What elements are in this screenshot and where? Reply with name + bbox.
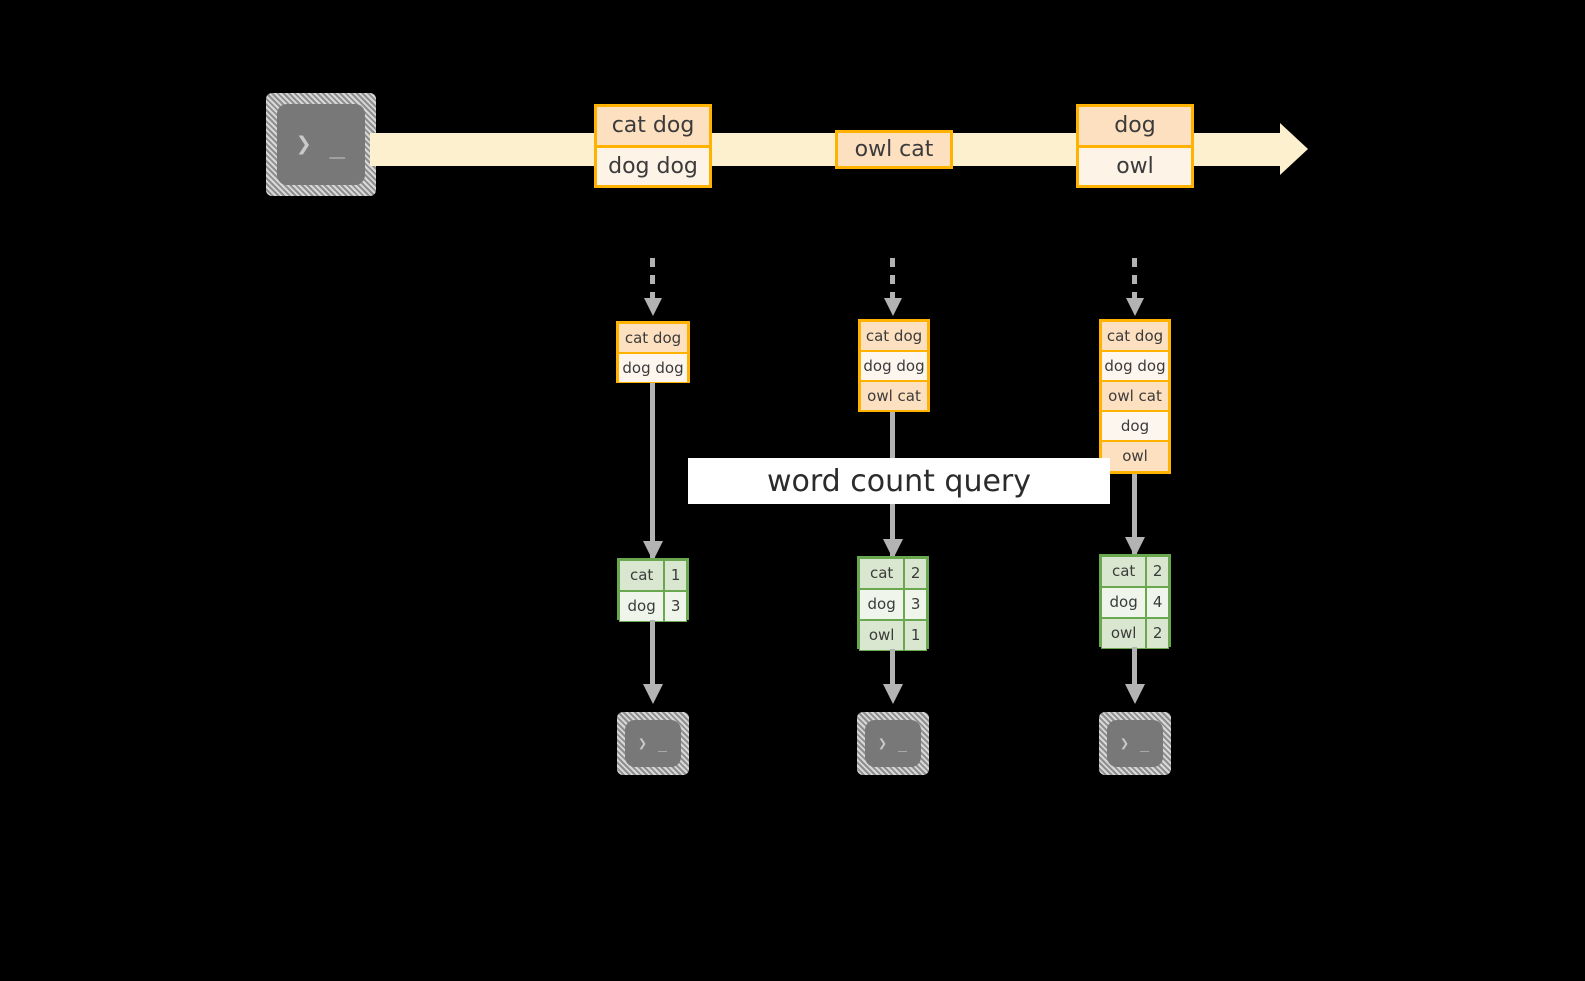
sink-connector-arrowhead (643, 684, 663, 704)
snapshot-input-table: cat dog dog dog (616, 321, 690, 383)
result-count-cell: 3 (664, 591, 687, 622)
snapshot-input-row: owl cat (860, 381, 928, 411)
query-banner-label: word count query (766, 463, 1032, 499)
result-count-cell: 2 (1146, 618, 1169, 649)
snapshot-input-table: cat dog dog dog owl cat (858, 319, 930, 412)
stream-event-cell: dog (1079, 107, 1191, 145)
terminal-prompt-glyph: ❯ _ (637, 733, 669, 752)
stream-event-cell: owl (1079, 145, 1191, 185)
stream-event-group: dog owl (1076, 104, 1194, 188)
stream-arrow-head (1280, 123, 1308, 175)
result-count-cell: 2 (1146, 556, 1169, 587)
stream-to-snapshot-connector (650, 258, 655, 302)
result-table: cat 2 dog 4 owl 2 (1099, 554, 1171, 649)
result-row: dog 3 (859, 589, 927, 620)
result-row: cat 2 (859, 558, 927, 589)
stream-to-snapshot-arrowhead (1126, 298, 1144, 316)
result-count-cell: 2 (904, 558, 927, 589)
query-connector (1132, 474, 1137, 556)
result-count-cell: 3 (904, 589, 927, 620)
query-connector-arrowhead (643, 541, 663, 561)
sink-connector (650, 620, 655, 692)
snapshot-input-row: dog dog (860, 351, 928, 381)
result-row: cat 1 (619, 560, 687, 591)
result-table: cat 2 dog 3 owl 1 (857, 556, 929, 651)
source-terminal-icon: ❯ _ (266, 93, 376, 196)
stream-event-cell: dog dog (597, 145, 709, 185)
stream-event-cell: owl cat (838, 133, 950, 166)
result-count-cell: 1 (904, 620, 927, 651)
terminal-body (1107, 720, 1163, 767)
snapshot-input-table: cat dog dog dog owl cat dog owl (1099, 319, 1171, 474)
terminal-prompt-glyph: ❯ _ (296, 128, 346, 159)
snapshot-input-row: dog (1101, 411, 1169, 441)
sink-terminal-icon: ❯ _ (617, 712, 689, 775)
sink-terminal-icon: ❯ _ (1099, 712, 1171, 775)
result-row: dog 4 (1101, 587, 1169, 618)
terminal-body (865, 720, 921, 767)
result-row: cat 2 (1101, 556, 1169, 587)
result-row: dog 3 (619, 591, 687, 622)
stream-to-snapshot-arrowhead (644, 298, 662, 316)
sink-connector-arrowhead (883, 684, 903, 704)
result-word-cell: dog (859, 589, 905, 620)
result-word-cell: owl (859, 620, 905, 651)
stream-to-snapshot-connector (890, 258, 895, 302)
stream-to-snapshot-arrowhead (884, 298, 902, 316)
result-table: cat 1 dog 3 (617, 558, 689, 622)
result-count-cell: 1 (664, 560, 687, 591)
query-banner: word count query (688, 458, 1110, 504)
terminal-body (277, 104, 365, 185)
snapshot-input-row: owl cat (1101, 381, 1169, 411)
snapshot-input-row: cat dog (860, 321, 928, 351)
result-row: owl 2 (1101, 618, 1169, 649)
query-connector-arrowhead (1125, 537, 1145, 557)
terminal-prompt-glyph: ❯ _ (877, 733, 909, 752)
snapshot-input-row: dog dog (618, 353, 688, 383)
query-connector-arrowhead (883, 539, 903, 559)
terminal-prompt-glyph: ❯ _ (1119, 733, 1151, 752)
sink-terminal-icon: ❯ _ (857, 712, 929, 775)
query-connector (650, 383, 655, 558)
result-row: owl 1 (859, 620, 927, 651)
result-word-cell: dog (1101, 587, 1147, 618)
sink-connector (1132, 647, 1137, 692)
result-count-cell: 4 (1146, 587, 1169, 618)
snapshot-input-row: cat dog (618, 323, 688, 353)
result-word-cell: cat (1101, 556, 1147, 587)
stream-event-group: cat dog dog dog (594, 104, 712, 188)
sink-connector-arrowhead (1125, 684, 1145, 704)
stream-to-snapshot-connector (1132, 258, 1137, 302)
snapshot-input-row: cat dog (1101, 321, 1169, 351)
result-word-cell: dog (619, 591, 665, 622)
stream-event-group: owl cat (835, 130, 953, 169)
terminal-body (625, 720, 681, 767)
stream-event-cell: cat dog (597, 107, 709, 145)
sink-connector (890, 649, 895, 692)
result-word-cell: cat (619, 560, 665, 591)
snapshot-input-row: owl (1101, 441, 1169, 472)
snapshot-input-row: dog dog (1101, 351, 1169, 381)
result-word-cell: cat (859, 558, 905, 589)
result-word-cell: owl (1101, 618, 1147, 649)
